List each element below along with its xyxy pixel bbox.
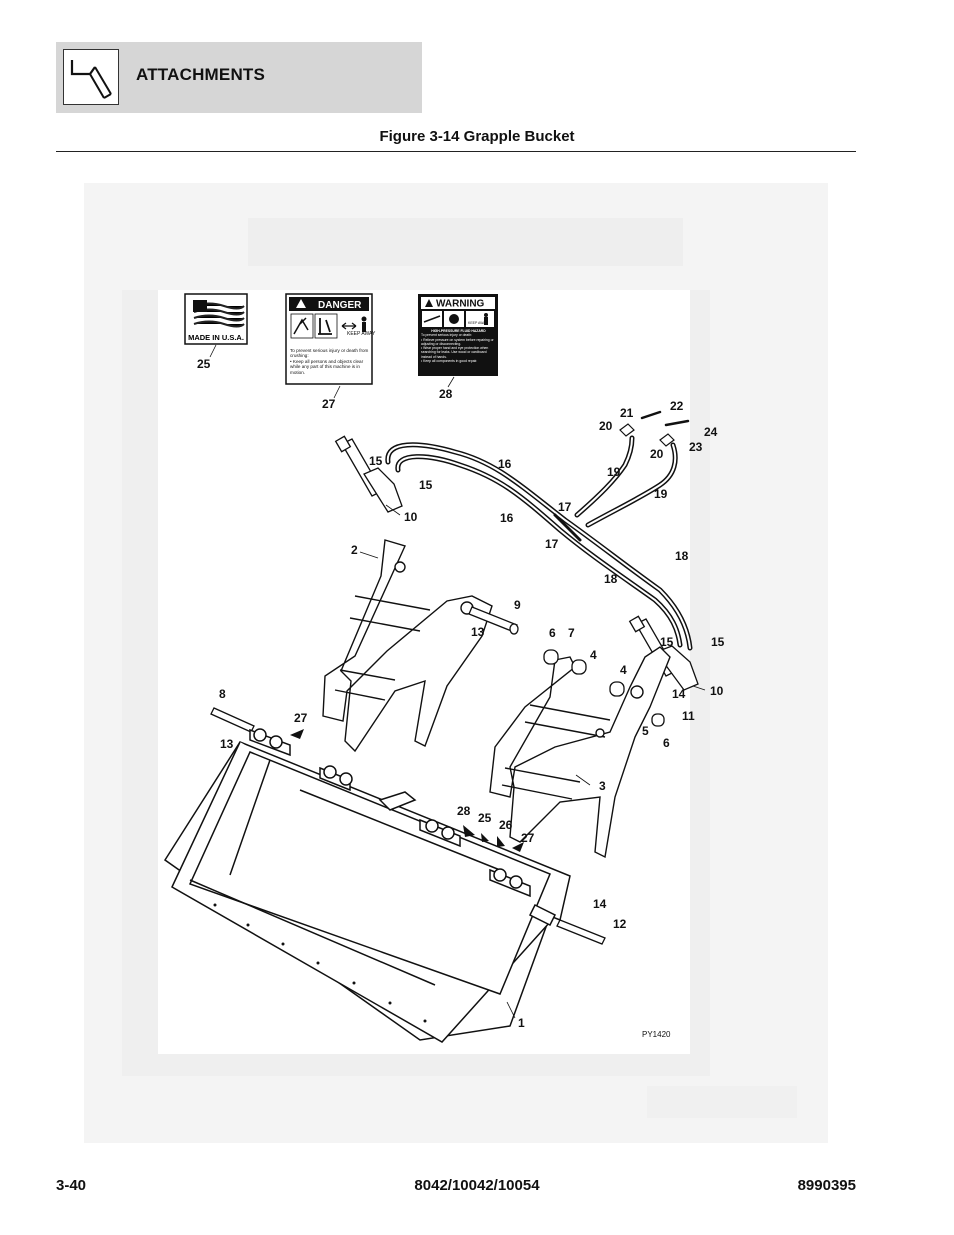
callout-17-b: 17 bbox=[545, 537, 559, 551]
bucket bbox=[163, 728, 571, 1043]
callout-13: 13 bbox=[471, 625, 485, 639]
callout-2: 2 bbox=[351, 543, 358, 557]
callout-20-b: 20 bbox=[650, 447, 664, 461]
figure-band bbox=[248, 218, 683, 266]
warning-keep-away: KEEP AWAY bbox=[468, 321, 489, 325]
callout-16-b: 16 bbox=[500, 511, 514, 525]
callout-15: 15 bbox=[369, 454, 383, 468]
section-header: ATTACHMENTS bbox=[56, 42, 422, 113]
callout-9: 9 bbox=[514, 598, 521, 612]
callout-1: 1 bbox=[518, 1016, 525, 1030]
callout-6-b: 6 bbox=[663, 736, 670, 750]
warning-text-3: • Wear proper hand and eye protection wh… bbox=[421, 346, 489, 359]
callout-18: 18 bbox=[675, 549, 689, 563]
grapple-cylinder-left bbox=[334, 435, 403, 513]
made-in-usa-text: MADE IN U.S.A. bbox=[188, 333, 244, 342]
header-divider bbox=[56, 151, 856, 152]
bucket-attachment-icon bbox=[63, 49, 119, 105]
callout-23: 23 bbox=[689, 440, 703, 454]
grapple-arm-left bbox=[322, 539, 493, 753]
callout-27-b: 27 bbox=[294, 711, 308, 725]
callout-20: 20 bbox=[599, 419, 613, 433]
callout-11: 11 bbox=[682, 709, 695, 723]
warning-text-2: • Relieve pressure on system before repa… bbox=[421, 337, 494, 346]
danger-text-1: To prevent serious injury or death from … bbox=[290, 348, 369, 359]
callout-24: 24 bbox=[704, 425, 718, 439]
warning-text-4: • Keep all components in good repair. bbox=[421, 359, 478, 364]
callout-7: 7 bbox=[568, 626, 575, 640]
danger-title: DANGER bbox=[318, 300, 362, 311]
callout-19-b: 19 bbox=[654, 487, 668, 501]
callout-19: 19 bbox=[607, 465, 621, 479]
danger-text-2: • Keep all persons and objects clear whi… bbox=[290, 358, 364, 375]
callout-25: 25 bbox=[197, 357, 211, 371]
callout-15-c: 15 bbox=[711, 635, 725, 649]
decal-warning: WARNING KEEP AWAY HIGH-PRESSURE FLUID HA… bbox=[418, 294, 498, 376]
callout-10-b: 10 bbox=[710, 684, 724, 698]
pins-and-bushings bbox=[210, 606, 665, 945]
warning-text-1: To prevent serious injury or death: bbox=[421, 333, 473, 338]
model-numbers: 8042/10042/10054 bbox=[414, 1177, 540, 1194]
callout-6: 6 bbox=[549, 626, 556, 640]
callout-14: 14 bbox=[672, 687, 686, 701]
grapple-arm-right bbox=[489, 646, 671, 859]
warning-title: WARNING bbox=[436, 299, 485, 310]
callout-4: 4 bbox=[590, 648, 597, 662]
callout-12: 12 bbox=[613, 917, 627, 931]
warning-banner: HIGH-PRESSURE FLUID HAZARD bbox=[431, 329, 486, 333]
callout-4-b: 4 bbox=[620, 663, 627, 677]
callout-18-b: 18 bbox=[604, 572, 618, 586]
callout-28: 28 bbox=[439, 387, 453, 401]
figure-code: PY1420 bbox=[642, 1030, 671, 1039]
callout-28-b: 28 bbox=[457, 804, 471, 818]
callout-22: 22 bbox=[670, 399, 684, 413]
callout-27: 27 bbox=[322, 397, 336, 411]
callout-17: 17 bbox=[558, 500, 572, 514]
decal-made-in-usa: MADE IN U.S.A. bbox=[184, 293, 248, 345]
callout-27-c: 27 bbox=[521, 831, 535, 845]
hydraulic-hoses bbox=[385, 410, 693, 651]
section-title: ATTACHMENTS bbox=[136, 65, 266, 84]
decal-location-arrows bbox=[290, 729, 524, 852]
decal-danger: DANGER KEEP AWAY To prevent serious inju… bbox=[285, 293, 376, 385]
callout-8: 8 bbox=[219, 687, 226, 701]
page-number: 3-40 bbox=[56, 1177, 87, 1194]
callout-14-b: 14 bbox=[593, 897, 607, 911]
manual-part-number: 8990395 bbox=[797, 1177, 856, 1194]
callout-15-b: 15 bbox=[419, 478, 433, 492]
callout-15-d: 15 bbox=[660, 635, 674, 649]
danger-keep-away: KEEP AWAY bbox=[347, 331, 376, 337]
callout-5: 5 bbox=[642, 724, 649, 738]
callout-26: 26 bbox=[499, 818, 513, 832]
callout-3: 3 bbox=[599, 779, 606, 793]
callout-13-b: 13 bbox=[220, 737, 234, 751]
callout-16: 16 bbox=[498, 457, 512, 471]
callout-25-b: 25 bbox=[478, 811, 492, 825]
figure-corner-block bbox=[647, 1086, 797, 1118]
figure-title: Figure 3-14 Grapple Bucket bbox=[379, 128, 575, 145]
callout-21: 21 bbox=[620, 406, 634, 420]
callout-leaders bbox=[209, 344, 706, 1019]
callouts: 25 27 28 21 22 20 24 23 20 15 16 19 15 1… bbox=[197, 357, 725, 1039]
callout-10: 10 bbox=[404, 510, 418, 524]
